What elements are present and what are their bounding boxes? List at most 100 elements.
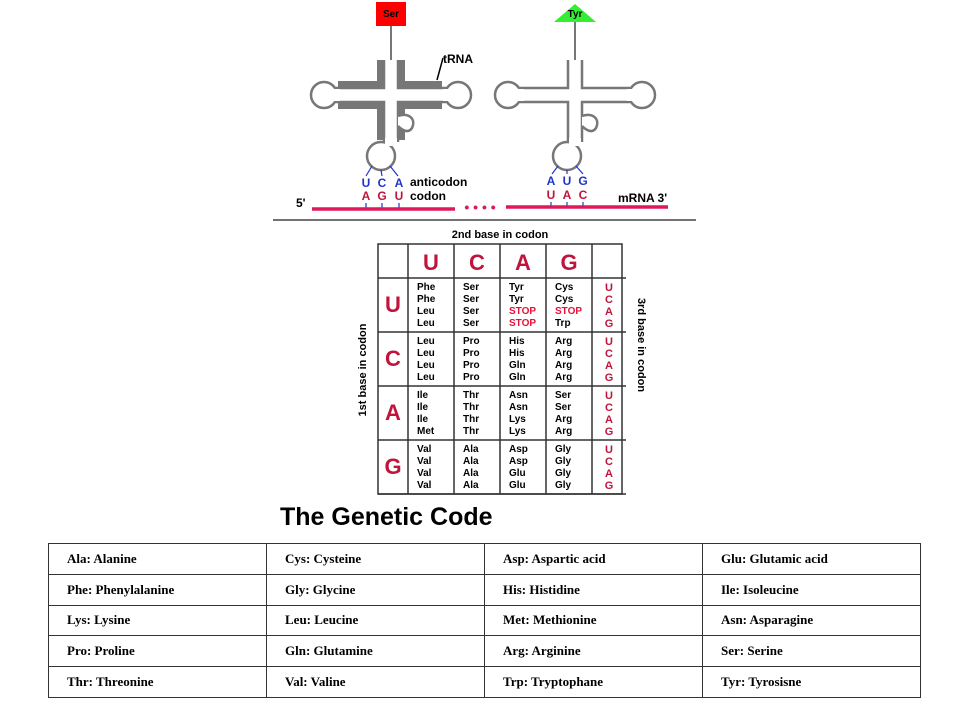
codon-cell-amino-acid: Leu	[417, 336, 435, 347]
codon-cell-amino-acid: Lys	[509, 414, 526, 425]
legend-cell: Val: Valine	[266, 666, 485, 698]
legend-cell: Asn: Asparagine	[702, 604, 921, 637]
codon-cell-amino-acid: Ala	[463, 444, 479, 455]
legend-cell: Gln: Glutamine	[266, 635, 485, 668]
codon-cell-amino-acid: Arg	[555, 426, 572, 437]
genetic-code-diagram: Ser tRNA U C A A G U anticodon codon Tyr	[273, 2, 696, 531]
second-base-label: 2nd base in codon	[452, 229, 549, 241]
anticodon-left-3: A	[395, 176, 404, 190]
codon-cell-amino-acid: Val	[417, 456, 432, 467]
legend-cell: Cys: Cysteine	[266, 543, 485, 575]
codon-cell-amino-acid: Ser	[555, 402, 571, 413]
trna-label: tRNA	[443, 52, 473, 66]
codon-cell-amino-acid: Cys	[555, 294, 574, 305]
third-base-label: 3rd base in codon	[635, 298, 647, 392]
codon-cell-amino-acid: Gly	[555, 444, 572, 455]
codon-cell-amino-acid: Cys	[555, 282, 574, 293]
legend-cell: Pro: Proline	[48, 635, 267, 668]
codon-left-2: G	[377, 189, 386, 203]
first-base-U: U	[385, 292, 401, 317]
first-base-C: C	[385, 346, 401, 371]
first-base-label: 1st base in codon	[357, 323, 369, 416]
tyr-label: Tyr	[568, 9, 583, 20]
third-base-C: C	[605, 348, 613, 360]
third-base-A: A	[605, 306, 613, 318]
codon-cell-amino-acid: Arg	[555, 414, 572, 425]
codon-cell-amino-acid: Leu	[417, 318, 435, 329]
third-base-A: A	[605, 360, 613, 372]
trna-left: Ser tRNA U C A A G U anticodon codon	[309, 2, 473, 209]
codon-cell-amino-acid: Ala	[463, 456, 479, 467]
legend-cell: Arg: Arginine	[484, 635, 703, 668]
codon-cell-amino-acid: Ile	[417, 414, 429, 425]
legend-cell: Ala: Alanine	[48, 543, 267, 575]
legend-cell: Lys: Lysine	[48, 604, 267, 637]
trna-right: Tyr A U G U A C	[493, 4, 657, 208]
third-base-C: C	[605, 402, 613, 414]
third-base-C: C	[605, 456, 613, 468]
codon-label: codon	[410, 189, 446, 203]
codon-cell-amino-acid: Leu	[417, 360, 435, 371]
codon-cell-amino-acid: Ser	[463, 306, 479, 317]
codon-cell-amino-acid: Phe	[417, 282, 436, 293]
codon-cell-amino-acid: His	[509, 336, 525, 347]
codon-cell-amino-acid: STOP	[509, 306, 536, 317]
mrna-three-prime-label: mRNA 3'	[618, 191, 667, 205]
codon-cell-amino-acid: Asp	[509, 444, 528, 455]
codon-cell-amino-acid: Tyr	[509, 282, 524, 293]
codon-cell-amino-acid: Phe	[417, 294, 436, 305]
third-base-G: G	[605, 480, 614, 492]
codon-cell-amino-acid: Gln	[509, 360, 526, 371]
codon-right-2: A	[563, 188, 572, 202]
codon-cell-amino-acid: Ser	[463, 318, 479, 329]
codon-cell-amino-acid: Thr	[463, 390, 479, 401]
codon-cell-amino-acid: STOP	[555, 306, 582, 317]
codon-cell-amino-acid: Tyr	[509, 294, 524, 305]
codon-cell-amino-acid: Thr	[463, 426, 479, 437]
legend-cell: Leu: Leucine	[266, 604, 485, 637]
codon-cell-amino-acid: Leu	[417, 306, 435, 317]
ser-label: Ser	[383, 9, 399, 20]
five-prime-label: 5'	[296, 196, 306, 210]
codon-cell-amino-acid: Asn	[509, 390, 528, 401]
codon-right-3: C	[579, 188, 588, 202]
third-base-C: C	[605, 294, 613, 306]
codon-cell-amino-acid: Leu	[417, 372, 435, 383]
third-base-A: A	[605, 414, 613, 426]
codon-cell-amino-acid: Pro	[463, 348, 480, 359]
anticodon-right-2: U	[563, 174, 572, 188]
third-base-U: U	[605, 444, 613, 456]
second-base-G: G	[560, 250, 577, 275]
anticodon-right-3: G	[578, 174, 587, 188]
codon-cell-amino-acid: Thr	[463, 414, 479, 425]
codon-cell-amino-acid: Glu	[509, 480, 526, 491]
legend-cell: Gly: Glycine	[266, 573, 485, 606]
codon-cell-amino-acid: Gly	[555, 468, 572, 479]
codon-cell-amino-acid: Ala	[463, 480, 479, 491]
legend-cell: Thr: Threonine	[48, 666, 267, 698]
codon-cell-amino-acid: Thr	[463, 402, 479, 413]
codon-cell-amino-acid: Gly	[555, 456, 572, 467]
codon-cell-amino-acid: Ser	[555, 390, 571, 401]
anticodon-left-2: C	[378, 176, 387, 190]
codon-cell-amino-acid: Gly	[555, 480, 572, 491]
third-base-U: U	[605, 282, 613, 294]
codon-cell-amino-acid: Val	[417, 444, 432, 455]
mrna-dots: • • • •	[464, 199, 495, 215]
first-base-G: G	[384, 454, 401, 479]
codon-cell-amino-acid: Glu	[509, 468, 526, 479]
codon-cell-amino-acid: Gln	[509, 372, 526, 383]
codon-cell-amino-acid: Leu	[417, 348, 435, 359]
legend-cell: Trp: Tryptophane	[484, 666, 703, 698]
second-base-U: U	[423, 250, 439, 275]
legend-cell: Ser: Serine	[702, 635, 921, 668]
codon-cell-amino-acid: Asn	[509, 402, 528, 413]
codon-cell-amino-acid: Pro	[463, 372, 480, 383]
codon-cell-amino-acid: Arg	[555, 372, 572, 383]
tyr-box	[554, 4, 596, 22]
codon-cell-amino-acid: Lys	[509, 426, 526, 437]
